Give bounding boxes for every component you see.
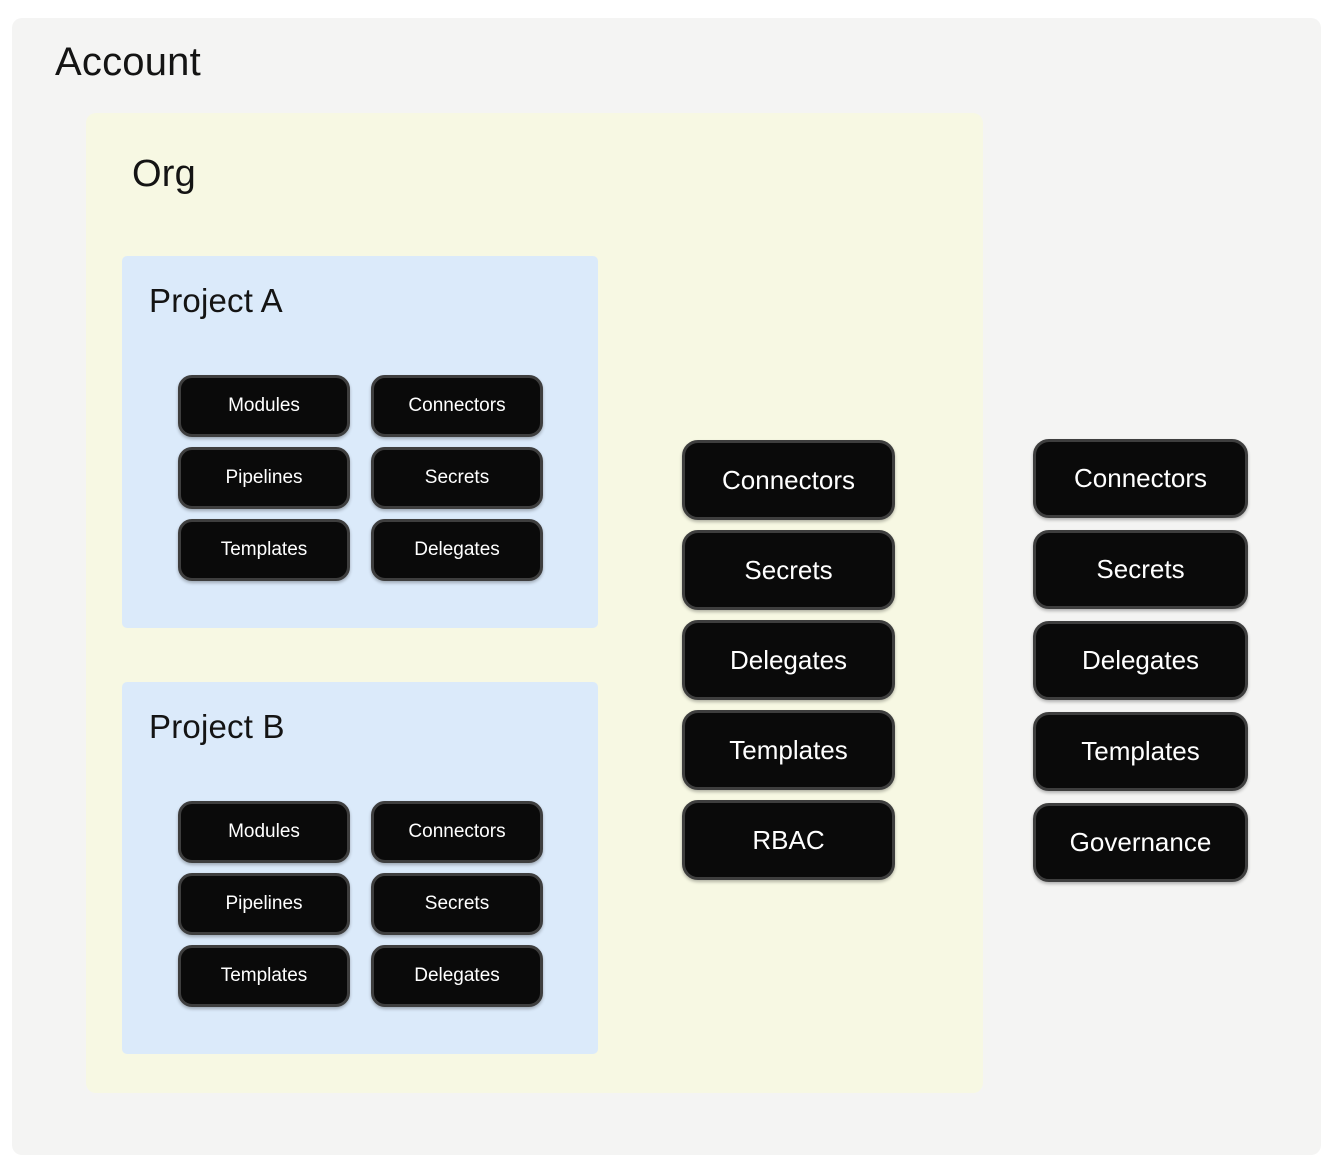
project-a-box: Project A Modules Connectors Pipelines S… xyxy=(122,256,598,628)
project-b-modules-pill: Modules xyxy=(178,801,350,863)
project-b-pipelines-pill: Pipelines xyxy=(178,873,350,935)
account-templates-pill: Templates xyxy=(1033,712,1248,791)
account-delegates-pill: Delegates xyxy=(1033,621,1248,700)
project-a-modules-pill: Modules xyxy=(178,375,350,437)
project-b-title: Project B xyxy=(149,708,285,745)
account-governance-pill: Governance xyxy=(1033,803,1248,882)
org-scope-title: Org xyxy=(132,153,196,195)
account-pill-column: Connectors Secrets Delegates Templates G… xyxy=(1033,439,1248,882)
project-b-box: Project B Modules Connectors Pipelines S… xyxy=(122,682,598,1054)
org-secrets-pill: Secrets xyxy=(682,530,895,610)
org-templates-pill: Templates xyxy=(682,710,895,790)
account-scope-box: Account Org Project A Modules Connectors… xyxy=(12,18,1321,1155)
project-b-secrets-pill: Secrets xyxy=(371,873,543,935)
project-b-delegates-pill: Delegates xyxy=(371,945,543,1007)
account-secrets-pill: Secrets xyxy=(1033,530,1248,609)
project-b-pill-grid: Modules Connectors Pipelines Secrets Tem… xyxy=(178,801,544,1007)
org-rbac-pill: RBAC xyxy=(682,800,895,880)
project-a-secrets-pill: Secrets xyxy=(371,447,543,509)
project-b-connectors-pill: Connectors xyxy=(371,801,543,863)
account-scope-title: Account xyxy=(55,40,201,84)
project-b-templates-pill: Templates xyxy=(178,945,350,1007)
project-a-delegates-pill: Delegates xyxy=(371,519,543,581)
org-scope-box: Org Project A Modules Connectors Pipelin… xyxy=(86,113,983,1093)
account-connectors-pill: Connectors xyxy=(1033,439,1248,518)
project-a-connectors-pill: Connectors xyxy=(371,375,543,437)
org-delegates-pill: Delegates xyxy=(682,620,895,700)
project-a-pipelines-pill: Pipelines xyxy=(178,447,350,509)
project-a-title: Project A xyxy=(149,282,283,319)
org-connectors-pill: Connectors xyxy=(682,440,895,520)
org-pill-column: Connectors Secrets Delegates Templates R… xyxy=(682,440,895,880)
project-a-pill-grid: Modules Connectors Pipelines Secrets Tem… xyxy=(178,375,544,581)
project-a-templates-pill: Templates xyxy=(178,519,350,581)
